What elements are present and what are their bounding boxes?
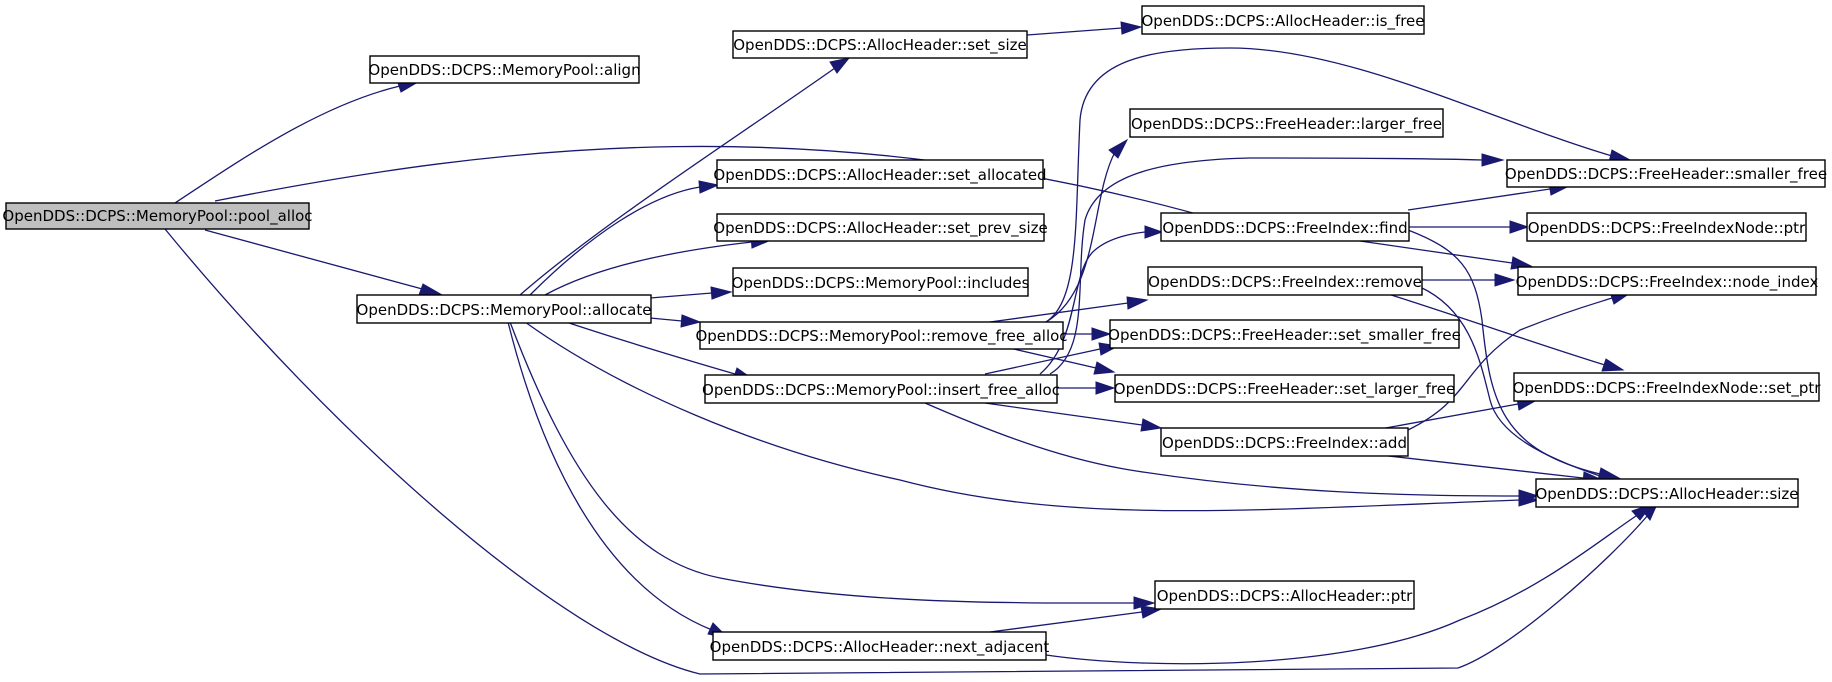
node-freeindexnode-ptr[interactable]: OpenDDS::DCPS::FreeIndexNode::ptr bbox=[1526, 212, 1807, 242]
edge-remove-free-alloc-to-larger-free bbox=[1045, 138, 1129, 323]
edge-remove-free-alloc-to-remove bbox=[989, 296, 1149, 323]
node-label: OpenDDS::DCPS::FreeIndexNode::set_ptr bbox=[1513, 379, 1822, 398]
node-label: OpenDDS::DCPS::MemoryPool::remove_free_a… bbox=[695, 327, 1067, 346]
node-label: OpenDDS::DCPS::AllocHeader::set_prev_siz… bbox=[713, 219, 1047, 238]
node-find[interactable]: OpenDDS::DCPS::FreeIndex::find bbox=[1160, 212, 1410, 242]
node-is-free[interactable]: OpenDDS::DCPS::AllocHeader::is_free bbox=[1141, 5, 1425, 35]
edge-remove-to-set-ptr bbox=[1384, 292, 1625, 372]
node-set-size[interactable]: OpenDDS::DCPS::AllocHeader::set_size bbox=[732, 30, 1028, 59]
edge-find-to-node-ptr bbox=[1408, 220, 1530, 234]
node-label: OpenDDS::DCPS::AllocHeader::is_free bbox=[1141, 12, 1424, 31]
node-label: OpenDDS::DCPS::FreeIndex::add bbox=[1162, 434, 1407, 452]
node-label: OpenDDS::DCPS::FreeHeader::set_smaller_f… bbox=[1108, 326, 1461, 345]
node-next-adjacent[interactable]: OpenDDS::DCPS::AllocHeader::next_adjacen… bbox=[710, 631, 1050, 661]
node-label: OpenDDS::DCPS::MemoryPool::align bbox=[368, 61, 640, 79]
function-nodes: OpenDDS::DCPS::MemoryPool::pool_alloc Op… bbox=[2, 5, 1827, 661]
node-allocheader-ptr[interactable]: OpenDDS::DCPS::AllocHeader::ptr bbox=[1154, 580, 1415, 610]
edge-set-size-to-is-free bbox=[1026, 21, 1143, 36]
node-allocate[interactable]: OpenDDS::DCPS::MemoryPool::allocate bbox=[356, 294, 652, 324]
edge-allocate-to-set-allocated bbox=[529, 180, 720, 296]
node-set-smaller-free[interactable]: OpenDDS::DCPS::FreeHeader::set_smaller_f… bbox=[1108, 319, 1461, 349]
node-label: OpenDDS::DCPS::AllocHeader::set_allocate… bbox=[713, 166, 1046, 185]
edge-insert-free-alloc-to-size bbox=[924, 402, 1540, 503]
edge-allocate-to-header-ptr bbox=[509, 321, 1156, 610]
node-label: OpenDDS::DCPS::MemoryPool::pool_alloc bbox=[2, 207, 312, 226]
node-label: OpenDDS::DCPS::FreeIndexNode::ptr bbox=[1528, 219, 1806, 237]
edge-allocate-to-includes bbox=[649, 286, 733, 300]
edge-find-to-node-index bbox=[1359, 240, 1533, 270]
node-size[interactable]: OpenDDS::DCPS::AllocHeader::size bbox=[1535, 478, 1799, 508]
edge-allocate-to-set-size bbox=[519, 57, 851, 296]
node-label: OpenDDS::DCPS::FreeHeader::larger_free bbox=[1131, 115, 1442, 134]
edge-allocate-to-next-adjacent bbox=[507, 321, 730, 639]
node-set-allocated[interactable]: OpenDDS::DCPS::AllocHeader::set_allocate… bbox=[713, 159, 1047, 189]
node-label: OpenDDS::DCPS::AllocHeader::size bbox=[1535, 485, 1798, 503]
edge-next-adjacent-to-header-ptr bbox=[989, 605, 1163, 633]
node-larger-free[interactable]: OpenDDS::DCPS::FreeHeader::larger_free bbox=[1129, 108, 1444, 138]
edge-remove-to-node-index bbox=[1422, 273, 1516, 287]
edge-remove-free-alloc-to-smaller-free bbox=[1045, 47, 1632, 323]
node-add[interactable]: OpenDDS::DCPS::FreeIndex::add bbox=[1160, 427, 1409, 457]
node-includes[interactable]: OpenDDS::DCPS::MemoryPool::includes bbox=[732, 267, 1030, 297]
edge-insert-free-alloc-to-set-larger-free bbox=[1057, 381, 1116, 395]
node-insert-free-alloc[interactable]: OpenDDS::DCPS::MemoryPool::insert_free_a… bbox=[702, 374, 1060, 404]
edge-insert-free-alloc-to-add bbox=[984, 402, 1163, 432]
node-pool-alloc[interactable]: OpenDDS::DCPS::MemoryPool::pool_alloc bbox=[2, 202, 313, 230]
edge-allocate-to-remove-free-alloc bbox=[649, 314, 702, 328]
node-label: OpenDDS::DCPS::FreeIndex::node_index bbox=[1516, 273, 1819, 292]
edge-pool-alloc-to-allocate bbox=[204, 229, 445, 297]
node-label: OpenDDS::DCPS::FreeIndex::remove bbox=[1148, 273, 1422, 291]
node-align[interactable]: OpenDDS::DCPS::MemoryPool::align bbox=[368, 55, 641, 84]
node-node-index[interactable]: OpenDDS::DCPS::FreeIndex::node_index bbox=[1516, 266, 1819, 296]
edge-remove-free-alloc-to-set-larger-free bbox=[1004, 346, 1116, 375]
node-remove[interactable]: OpenDDS::DCPS::FreeIndex::remove bbox=[1147, 266, 1423, 296]
node-label: OpenDDS::DCPS::MemoryPool::insert_free_a… bbox=[702, 381, 1060, 400]
node-label: OpenDDS::DCPS::AllocHeader::ptr bbox=[1157, 587, 1413, 605]
node-remove-free-alloc[interactable]: OpenDDS::DCPS::MemoryPool::remove_free_a… bbox=[695, 321, 1068, 350]
node-label: OpenDDS::DCPS::FreeHeader::smaller_free bbox=[1505, 165, 1827, 184]
node-label: OpenDDS::DCPS::AllocHeader::next_adjacen… bbox=[710, 638, 1050, 657]
node-set-ptr[interactable]: OpenDDS::DCPS::FreeIndexNode::set_ptr bbox=[1513, 372, 1822, 402]
edge-remove-free-alloc-to-set-smaller-free bbox=[1062, 327, 1112, 341]
edge-insert-free-alloc-to-smaller-free bbox=[1049, 153, 1505, 375]
edge-allocate-to-size bbox=[524, 321, 1540, 512]
node-label: OpenDDS::DCPS::FreeIndex::find bbox=[1162, 219, 1407, 237]
node-set-larger-free[interactable]: OpenDDS::DCPS::FreeHeader::set_larger_fr… bbox=[1114, 374, 1455, 403]
node-smaller-free[interactable]: OpenDDS::DCPS::FreeHeader::smaller_free bbox=[1505, 159, 1827, 188]
node-set-prev-size[interactable]: OpenDDS::DCPS::AllocHeader::set_prev_siz… bbox=[713, 213, 1048, 242]
node-label: OpenDDS::DCPS::FreeHeader::set_larger_fr… bbox=[1114, 380, 1455, 399]
node-label: OpenDDS::DCPS::AllocHeader::set_size bbox=[733, 36, 1026, 55]
edge-pool-alloc-to-align bbox=[174, 79, 420, 204]
node-label: OpenDDS::DCPS::MemoryPool::allocate bbox=[357, 301, 652, 319]
node-label: OpenDDS::DCPS::MemoryPool::includes bbox=[732, 274, 1030, 292]
